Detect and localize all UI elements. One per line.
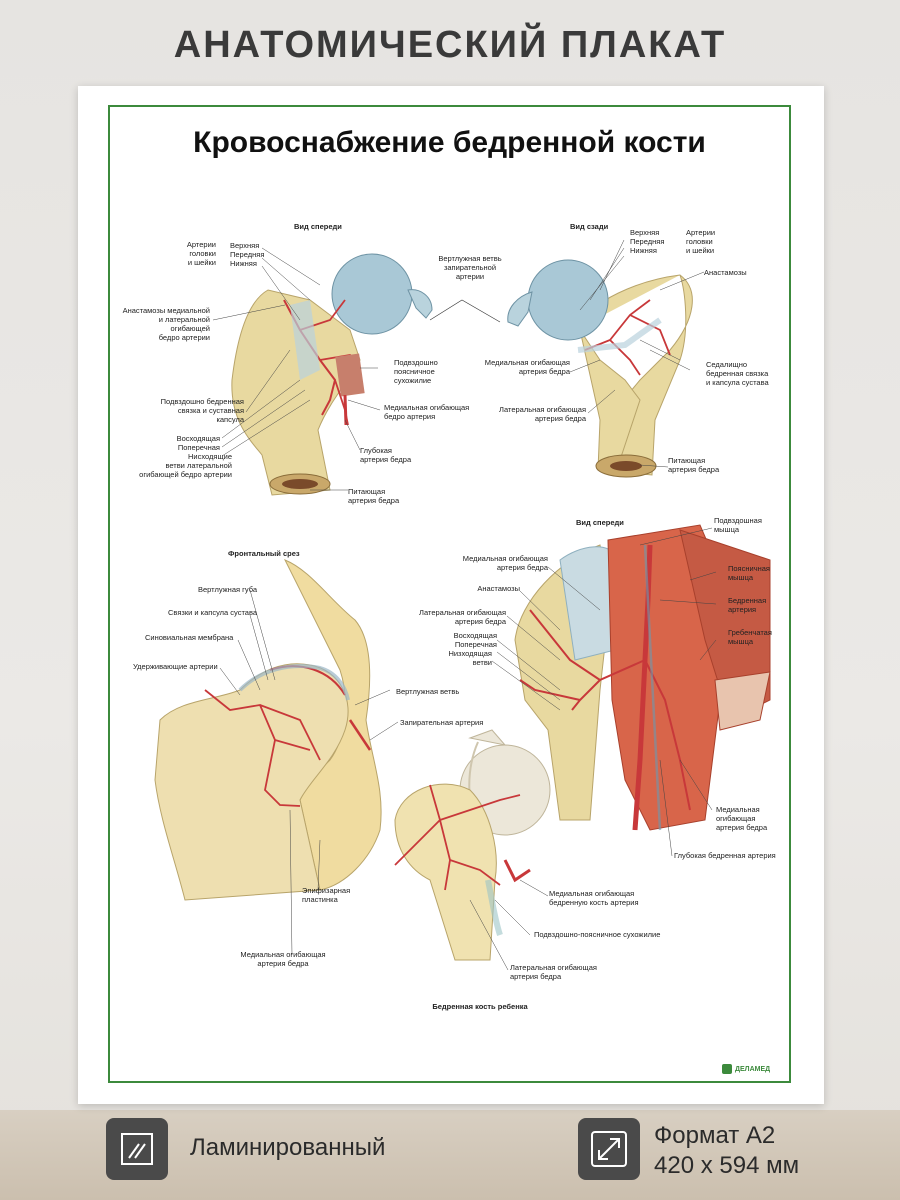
label-back-lateral-circumflex: Латеральная огибающая артерия бедра	[499, 405, 586, 423]
feature-format-size: 420 х 594 мм	[654, 1152, 800, 1179]
label-back-nutrient: Питающая артерия бедра	[668, 456, 720, 474]
label-medial-circumflex: Медиальная огибающая бедро артерия	[384, 403, 470, 421]
label-epiphyseal: Эпифизарная пластинка	[302, 886, 351, 904]
label-ischiofemoral: Седалищно бедренная связка и капсула сус…	[706, 360, 769, 387]
label-fv2-transverse: Поперечная	[454, 640, 497, 649]
child-femur-illustration	[394, 729, 551, 961]
front-view-2-heading: Вид спереди	[576, 518, 624, 527]
label-anastomoses: Анастамозы медиальной и латеральной огиб…	[122, 306, 210, 342]
label-psoas: Поясничная мышца	[728, 564, 770, 582]
label-child-iliopsoas: Подвздошно-поясничное сухожилие	[534, 930, 661, 939]
label-deep-femoral: Глубокая артерия бедра	[360, 446, 412, 464]
label-pectineus: Гребенчатая мышца	[728, 628, 772, 646]
label-section-acetabular: Вертлужная ветвь	[396, 687, 460, 696]
feature-format: Формат А2	[654, 1122, 776, 1149]
label-transverse: Поперечная	[177, 443, 220, 452]
brand-name: ДЕЛАМЕД	[735, 1066, 771, 1073]
label-arteries-head-neck: Артерии головки и шейки	[186, 240, 216, 267]
front-view-femur-illustration	[231, 253, 433, 496]
label-fv2-ascending: Восходящая	[453, 631, 497, 640]
label-child-medial-circumflex: Медиальная огибающая бедренную кость арт…	[549, 889, 639, 907]
label-child-lateral-circumflex: Латеральная огибающая артерия бедра	[510, 963, 597, 981]
format-badge	[578, 1118, 640, 1180]
label-fv2-anastomoses: Анастамозы	[477, 584, 520, 593]
label-synovial: Синовиальная мембрана	[145, 633, 234, 642]
label-upper: Верхняя	[230, 241, 260, 250]
label-iliopsoas: Подвздошно поясничное сухожилие	[394, 358, 438, 385]
label-lower: Нижняя	[230, 259, 257, 268]
label-iliac-muscle: Подвздошная мышца	[714, 516, 762, 534]
label-anterior: Передняя	[230, 250, 265, 259]
frontal-section-illustration	[154, 559, 382, 901]
frontal-section-heading: Фронтальный срез	[228, 549, 300, 558]
laminated-icon	[121, 1133, 153, 1165]
label-fv2-descending: Низходящая ветви	[448, 649, 492, 667]
front-view-muscles-illustration	[514, 524, 771, 831]
child-femur-heading: Бедренная кость ребенка	[432, 1002, 528, 1011]
laminated-badge	[106, 1118, 168, 1180]
label-back-medial-circumflex: Медиальная огибающая артерия бедра	[484, 358, 570, 376]
label-fv2-medial-circumflex-2: Медиальная огибающая артерия бедра	[716, 805, 768, 832]
label-retaining: Удерживающие артерии	[133, 662, 218, 671]
brand-logo-icon	[722, 1064, 732, 1074]
label-back-lower: Нижняя	[630, 246, 657, 255]
label-obturator: Запирательная артерия	[400, 718, 484, 727]
label-descending: Нисходящие ветви латеральной огибающей б…	[139, 452, 232, 479]
resize-arrows-icon	[591, 1131, 627, 1167]
back-view-femur-illustration	[507, 259, 693, 478]
page-title: АНАТОМИЧЕСКИЙ ПЛАКАТ	[173, 24, 727, 66]
label-iliofemoral: Подвздошно бедренная связка и суставная …	[160, 397, 244, 424]
label-back-anastomoses: Анастамозы	[704, 268, 747, 277]
poster-frame	[108, 105, 791, 1083]
poster-title: Кровоснабжение бедренной кости	[193, 126, 706, 159]
label-ascending: Восходящая	[176, 434, 220, 443]
label-fv2-medial-circumflex: Медиальная огибающая артерия бедра	[462, 554, 548, 572]
feature-laminated: Ламинированный	[190, 1134, 386, 1161]
label-ligaments: Связки и капсула сустава	[168, 608, 258, 617]
label-fv2-deep-femoral: Глубокая бедренная артерия	[674, 851, 776, 860]
front-view-heading: Вид спереди	[294, 222, 342, 231]
label-femoral-artery: Бедренная артерия	[728, 596, 767, 614]
back-view-heading: Вид сзади	[570, 222, 609, 231]
label-labrum: Вертлужная губа	[198, 585, 258, 594]
label-back-arteries-head-neck: Артерии головки и шейки	[686, 228, 716, 255]
label-acetabular-branch: Вертлужная ветвь запирательной артерии	[438, 254, 502, 281]
label-nutrient: Питающая артерия бедра	[348, 487, 400, 505]
leader-lines	[212, 239, 717, 971]
label-fv2-lateral-circumflex: Латеральная огибающая артерия бедра	[419, 608, 506, 626]
label-back-anterior: Передняя	[630, 237, 665, 246]
label-back-upper: Верхняя	[630, 228, 660, 237]
label-section-medial-circumflex: Медиальная огибающая артерия бедра	[240, 950, 326, 968]
